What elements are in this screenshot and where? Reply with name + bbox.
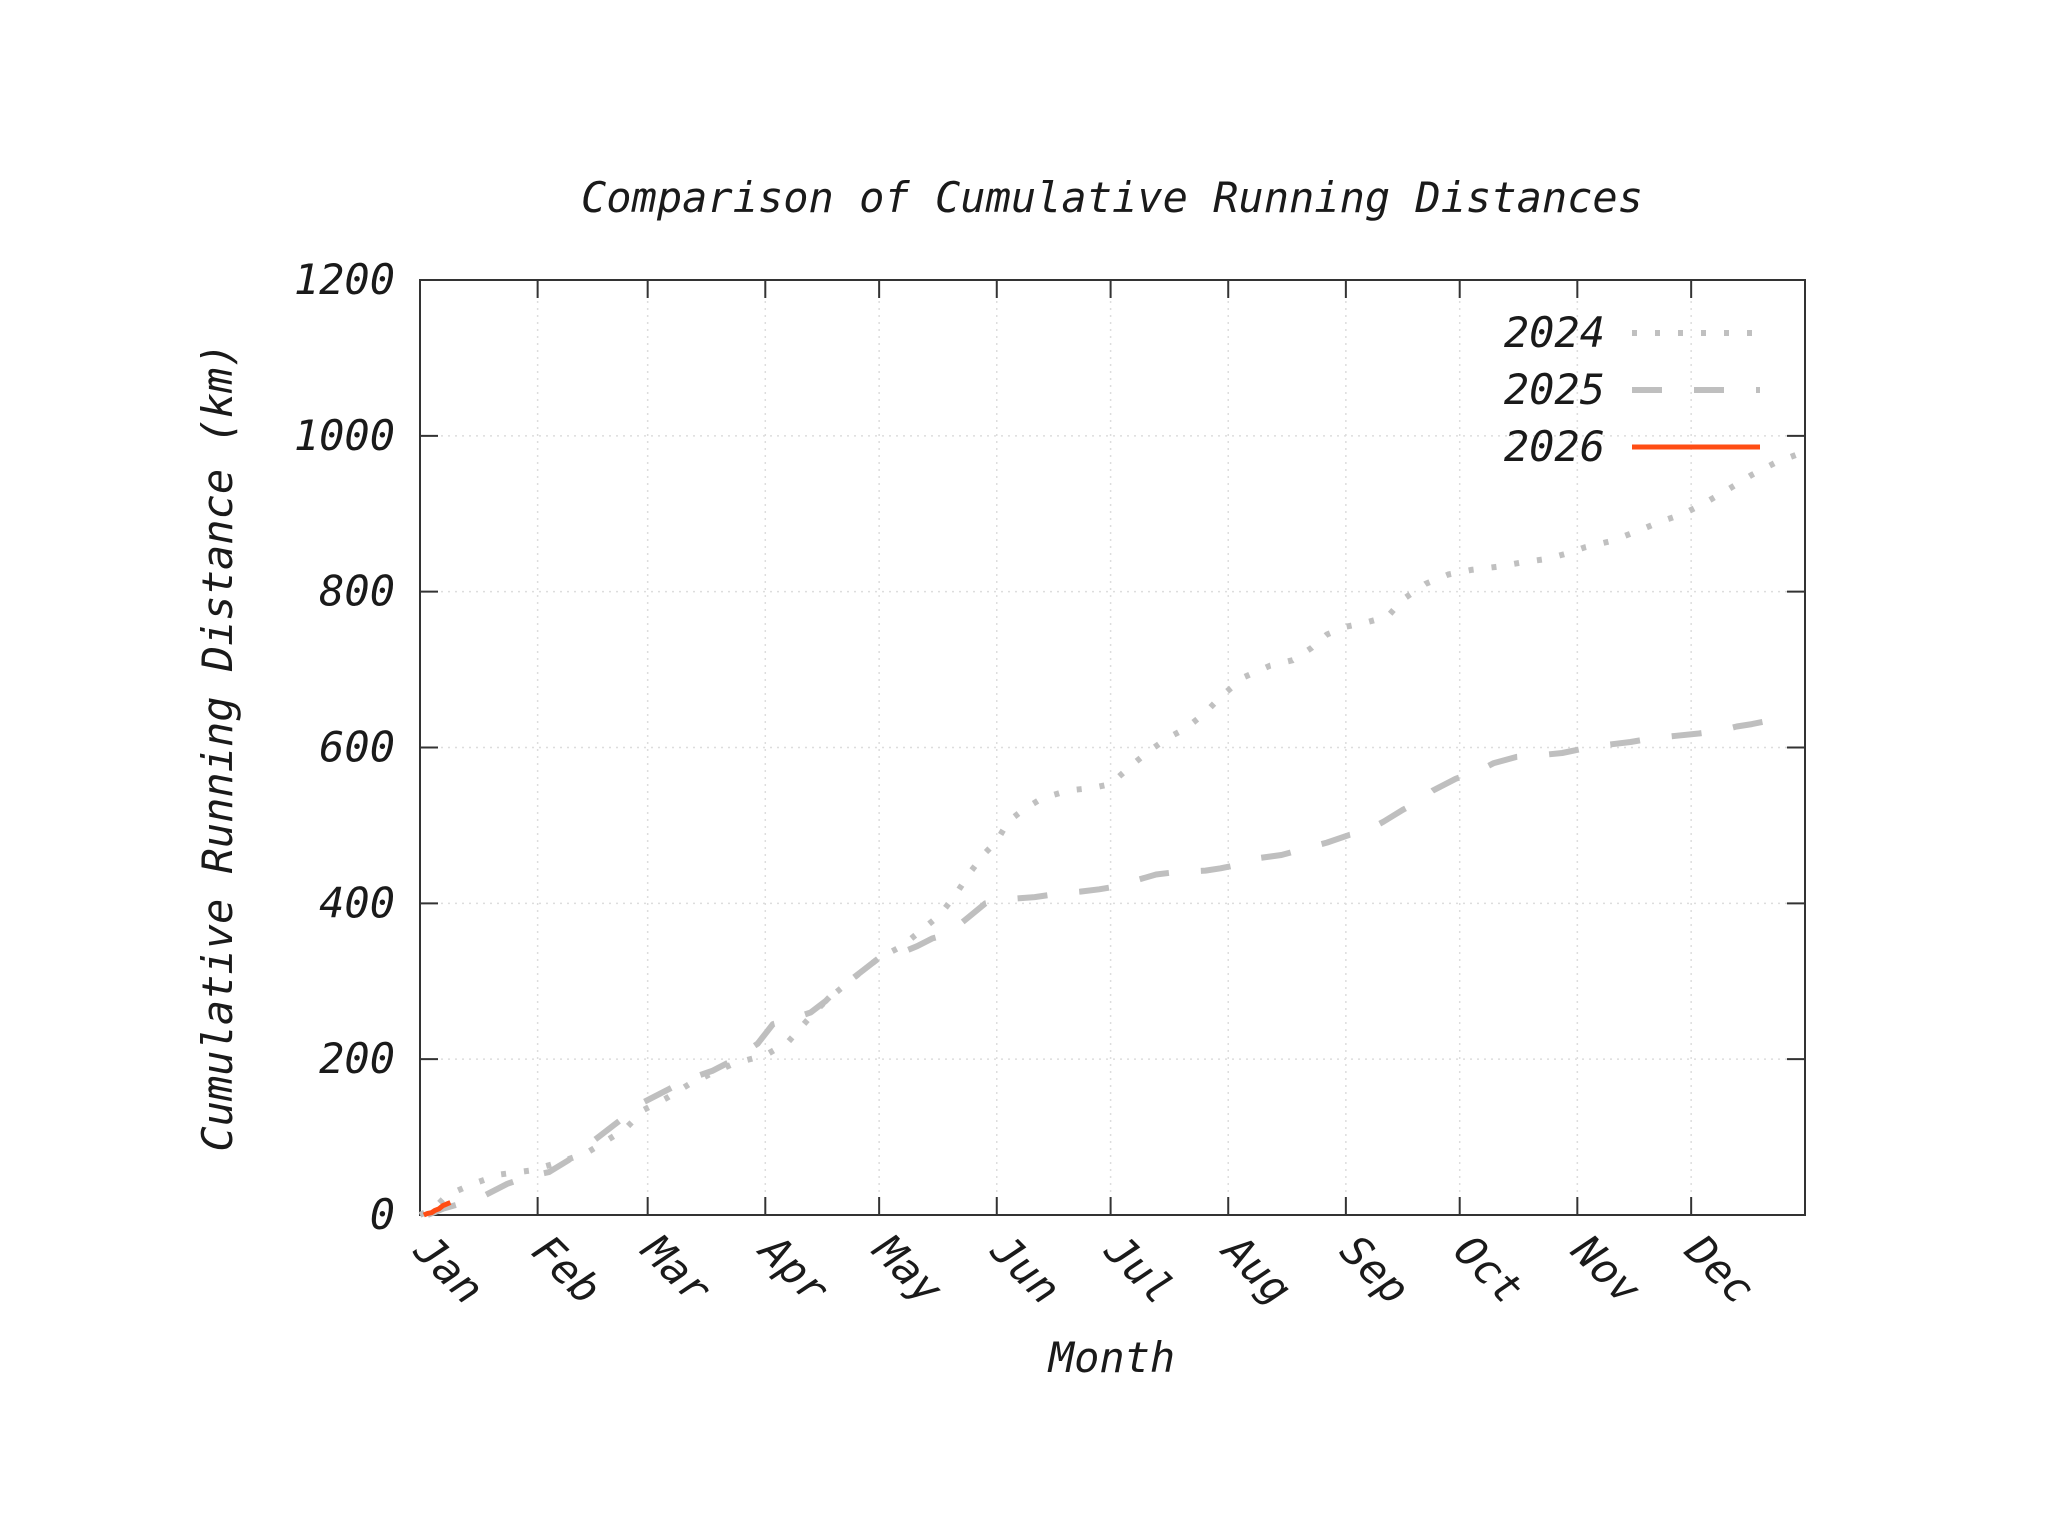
legend-label-2026: 2026 [1504,422,1605,471]
series-line-2025 [426,716,1783,1218]
series-line-2026 [422,1200,452,1218]
chart-title: Comparison of Cumulative Running Distanc… [581,173,1643,222]
y-tick-label: 400 [319,878,395,927]
legend-label-2024: 2024 [1504,308,1605,357]
legend-label-2025: 2025 [1504,365,1605,414]
y-tick-label: 600 [319,723,395,772]
y-tick-label: 1200 [294,255,395,304]
y-tick-label: 1000 [294,411,395,460]
grid-lines [420,280,1805,1215]
x-axis-label: Month [1047,1333,1175,1382]
legend: 2024 2025 2026 [1504,308,1760,471]
series-line-2024 [418,448,1807,1218]
y-tick-label: 800 [319,567,395,616]
series-lines [418,448,1807,1218]
y-tick-label: 200 [319,1034,395,1083]
y-tick-label: 0 [370,1190,395,1239]
y-axis-label: Cumulative Running Distance (km) [193,342,242,1151]
